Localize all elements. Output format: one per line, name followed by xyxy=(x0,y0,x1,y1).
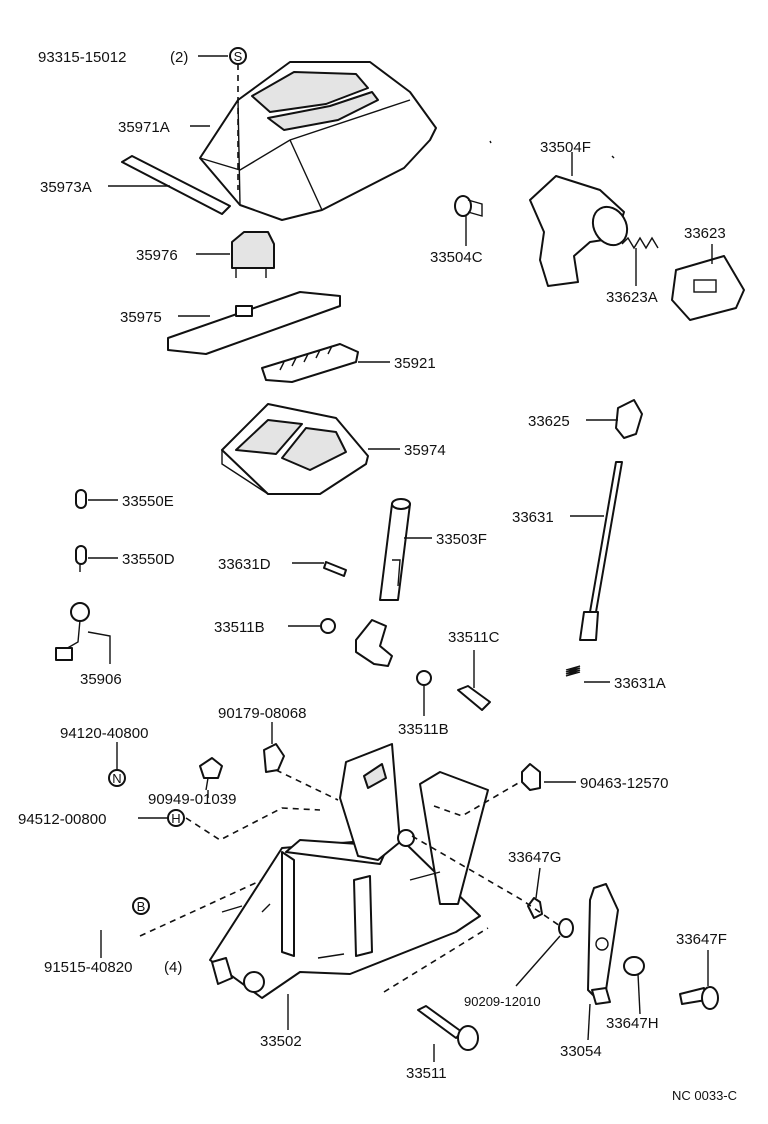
clip-33647G xyxy=(527,897,543,919)
indicator-35976 xyxy=(231,231,275,278)
label-93315-15012: 93315-15012 xyxy=(38,49,126,66)
label-33502: 33502 xyxy=(260,1033,302,1050)
label-35921: 35921 xyxy=(394,355,436,372)
figure-code: NC 0033-C xyxy=(672,1088,737,1103)
spring-33631A xyxy=(565,665,581,677)
button-33623 xyxy=(671,255,745,321)
svg-text:B: B xyxy=(137,899,146,914)
label-35974: 35974 xyxy=(404,442,446,459)
label-90179-08068: 90179-08068 xyxy=(218,705,306,722)
label-33647F: 33647F xyxy=(676,931,727,948)
leader-lines xyxy=(87,55,713,1062)
pin-33511 xyxy=(417,1005,479,1051)
clip-90949-01039 xyxy=(199,757,223,791)
console-cover-35971A xyxy=(199,61,437,221)
label-33054: 33054 xyxy=(560,1043,602,1060)
label-33504F: 33504F xyxy=(540,139,591,156)
label-qty-2: (2) xyxy=(170,49,188,66)
plate-35975 xyxy=(167,291,341,355)
label-33625: 33625 xyxy=(528,413,570,430)
label-qty-4: (4) xyxy=(164,959,182,976)
label-33647G: 33647G xyxy=(508,849,561,866)
label-33623A: 33623A xyxy=(606,289,658,306)
label-35971A: 35971A xyxy=(118,119,170,136)
label-33647H: 33647H xyxy=(606,1015,659,1032)
marker-s: S xyxy=(229,47,247,65)
lever-33054 xyxy=(587,883,619,1005)
lever-end xyxy=(355,619,393,667)
bushing-33511B-lower xyxy=(416,670,432,686)
slide-plate-35921 xyxy=(261,343,359,383)
label-94120-40800: 94120-40800 xyxy=(60,725,148,742)
marker-b: B xyxy=(132,897,150,915)
label-35973A: 35973A xyxy=(40,179,92,196)
housing-35974 xyxy=(221,403,369,495)
label-33503F: 33503F xyxy=(436,531,487,548)
label-33511C: 33511C xyxy=(448,629,500,646)
pin-33550E xyxy=(75,489,87,509)
label-35976: 35976 xyxy=(136,247,178,264)
marker-n: N xyxy=(108,769,126,787)
label-94512-00800: 94512-00800 xyxy=(18,811,106,828)
label-90949-01039: 90949-01039 xyxy=(148,791,236,808)
bolt-33647F xyxy=(679,986,719,1010)
label-35906: 35906 xyxy=(80,671,122,688)
label-33623: 33623 xyxy=(684,225,726,242)
label-33631D: 33631D xyxy=(218,556,271,573)
label-33631A: 33631A xyxy=(614,675,666,692)
label-33550E: 33550E xyxy=(122,493,174,510)
label-33504C: 33504C xyxy=(430,249,483,266)
rod-33631 xyxy=(579,461,623,641)
part-labels: 93315-15012 (2) 35971A 35973A 35976 3597… xyxy=(18,49,737,1103)
knob-33504F xyxy=(529,175,629,287)
bushing-33647H xyxy=(623,956,645,976)
pin-33631D xyxy=(323,561,347,577)
bushing-33625 xyxy=(615,399,643,439)
assembly-lines xyxy=(139,64,615,993)
svg-text:H: H xyxy=(171,811,180,826)
bracket-33502 xyxy=(209,743,489,999)
label-33631: 33631 xyxy=(512,509,554,526)
label-90463-12570: 90463-12570 xyxy=(580,775,668,792)
pin-33550D xyxy=(75,545,87,572)
label-33511B-upper: 33511B xyxy=(214,619,265,636)
switch-35906 xyxy=(55,602,90,661)
marker-h: H xyxy=(167,809,185,827)
bushing-33511B-upper xyxy=(320,618,336,634)
plate-35973A xyxy=(121,155,231,215)
label-90209-12010: 90209-12010 xyxy=(464,994,541,1009)
svg-text:S: S xyxy=(234,49,243,64)
label-33550D: 33550D xyxy=(122,551,175,568)
label-35975: 35975 xyxy=(120,309,162,326)
spring-33623A xyxy=(621,236,659,250)
washer-90209 xyxy=(558,918,574,938)
shaft-33503F xyxy=(379,498,411,601)
label-91515-40820: 91515-40820 xyxy=(44,959,132,976)
svg-text:N: N xyxy=(112,771,121,786)
collar-33511C xyxy=(457,685,491,711)
clip-90463-12570 xyxy=(521,763,541,791)
nut-90179-08068 xyxy=(263,743,285,773)
screw-33504C xyxy=(454,195,483,217)
label-33511B-lower: 33511B xyxy=(398,721,449,738)
label-33511: 33511 xyxy=(406,1065,447,1082)
